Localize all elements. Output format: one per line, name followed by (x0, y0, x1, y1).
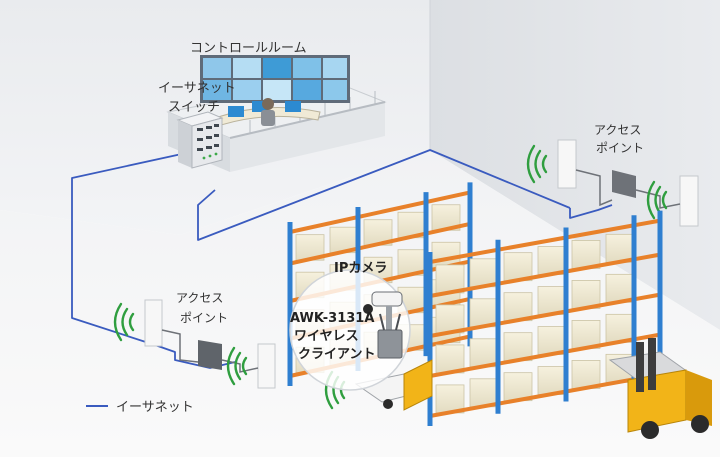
awk-label-line1: AWK-3131A (290, 311, 374, 326)
pallet-box (469, 258, 499, 288)
rack-beam (429, 292, 661, 338)
ethernet-cable-right-ap-drop (569, 204, 613, 219)
pallet-box (571, 320, 601, 349)
rack-beam (429, 332, 661, 378)
ethernet-switch-label-line1: イーサネット (158, 81, 236, 96)
wifi-icon (226, 346, 248, 386)
forklift-mast (636, 342, 644, 392)
ap-antenna-left (144, 299, 163, 347)
control-room (166, 55, 387, 172)
camera-pole (386, 306, 392, 346)
awk-3131a-device (377, 329, 403, 359)
diagram-labels: コントロールルーム イーサネット スイッチ アクセス ポイント アクセス ポイン… (158, 41, 644, 362)
forklift-wheel (691, 415, 709, 433)
pallet-box (537, 326, 567, 355)
ethernet-switch-label-line2: スイッチ (168, 100, 220, 115)
access-point-left-label-line2: ポイント (180, 311, 228, 325)
pallet-box (537, 246, 567, 275)
awk-label-line3: クライアント (298, 347, 375, 362)
pallet-box (503, 292, 533, 322)
operator (262, 98, 274, 110)
antenna (395, 313, 401, 331)
control-room-front (230, 102, 385, 172)
awk-label-line2: ワイヤレス (294, 329, 359, 344)
pallet-box (503, 252, 533, 282)
ethernet-cabling (71, 149, 613, 369)
pallet-box (469, 298, 499, 328)
rack-beam (289, 190, 471, 234)
ap-antenna-left (557, 139, 577, 189)
pallet-box (469, 338, 499, 368)
access-point-left-device (198, 340, 222, 370)
forklift-wheel (641, 421, 659, 439)
ip-camera-label: IPカメラ (334, 261, 387, 276)
pallet-box (435, 264, 465, 294)
pallet-box (571, 240, 601, 269)
control-room-railing (229, 101, 386, 139)
access-point-right (557, 139, 699, 227)
pallet-box (537, 286, 567, 315)
ip-camera-callout (289, 269, 411, 391)
ap-antenna-right (679, 175, 699, 227)
ethernet-cable-to-right-ap (197, 149, 571, 241)
camera-lens-icon (363, 304, 373, 314)
rack-beam (429, 218, 661, 264)
ap-antenna-right (257, 343, 276, 389)
wifi-icon (526, 144, 548, 184)
pallet-box (435, 384, 465, 414)
forklift-side (686, 370, 712, 426)
cart-body (403, 359, 433, 411)
legend: イーサネット (86, 400, 194, 415)
ip-camera (371, 291, 403, 307)
control-room-label: コントロールルーム (190, 41, 307, 56)
rack-beam (429, 252, 661, 298)
access-point-right-label-line2: ポイント (596, 141, 644, 155)
forklift-mast (648, 338, 656, 390)
rack-beam (429, 372, 661, 418)
cart-wheel (383, 399, 393, 409)
access-point-right-device (612, 170, 636, 198)
access-point-left (144, 299, 276, 389)
pallet-box (503, 372, 533, 402)
rack-beam (289, 221, 471, 266)
wifi-icon (113, 302, 135, 342)
pallet-box (435, 344, 465, 374)
ethernet-cable-to-left-ap (71, 149, 201, 346)
access-point-left-label-line1: アクセス (176, 291, 223, 305)
pallet-box (537, 366, 567, 395)
desk-monitor (285, 101, 301, 112)
operator-chair (261, 110, 275, 126)
access-point-right-label-line1: アクセス (594, 123, 641, 137)
video-wall-screens (203, 58, 347, 100)
pallet-box (571, 280, 601, 309)
legend-ethernet-label: イーサネット (116, 400, 194, 415)
antenna (379, 313, 385, 331)
desk-monitor (252, 101, 268, 112)
desk-monitor (228, 106, 244, 117)
ethernet-switch (176, 111, 224, 169)
pallet-box (503, 332, 533, 362)
pallet-box (605, 313, 635, 343)
forklift (354, 338, 712, 439)
